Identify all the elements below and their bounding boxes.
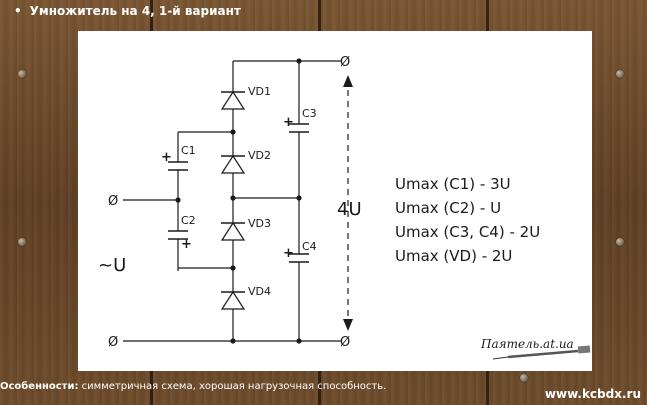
footer-text: симметричная схема, хорошая нагрузочная …: [78, 381, 387, 392]
arrow-up-icon: [343, 75, 353, 87]
screw: [18, 238, 26, 246]
label-vd4: VD4: [248, 285, 271, 298]
screw: [18, 70, 26, 78]
footer-note: Особенности: симметричная схема, хорошая…: [0, 381, 386, 392]
polarity-c1: +: [161, 150, 172, 165]
spec-line: Umax (VD) - 2U: [395, 247, 512, 265]
page-heading: • Умножитель на 4, 1-й вариант: [14, 4, 241, 18]
polarity-c2: +: [181, 237, 192, 252]
label-c1: C1: [181, 144, 196, 157]
schematic-diagram: Ø Ø Ø Ø VD1 VD2 VD3 VD4 C1 C2 C3 C4 + + …: [98, 55, 591, 360]
heading-text: Умножитель на 4, 1-й вариант: [29, 4, 241, 18]
label-c3: C3: [302, 107, 317, 120]
spec-line: Umax (C3, C4) - 2U: [395, 223, 540, 241]
footer-label: Особенности:: [0, 381, 79, 392]
spec-line: Umax (C2) - U: [395, 199, 501, 217]
spec-line: Umax (C1) - 3U: [395, 175, 511, 193]
output-terminal-bottom: Ø: [340, 335, 350, 350]
heading-bullet: •: [14, 4, 22, 18]
label-c4: C4: [302, 240, 317, 253]
screw: [520, 374, 528, 382]
polarity-c4: +: [283, 246, 294, 261]
input-voltage-label: ~U: [98, 255, 126, 276]
label-vd1: VD1: [248, 85, 271, 98]
label-c2: C2: [181, 214, 196, 227]
schematic-panel: Ø Ø Ø Ø VD1 VD2 VD3 VD4 C1 C2 C3 C4 + + …: [78, 31, 592, 371]
output-voltage-label: 4U: [337, 199, 362, 220]
polarity-c3: +: [283, 115, 294, 130]
site-watermark: www.kcbdx.ru: [544, 387, 641, 401]
screw: [616, 70, 624, 78]
soldering-iron-icon: [492, 345, 591, 360]
watermark-text: Паятель.at.ua: [480, 337, 574, 351]
label-vd3: VD3: [248, 217, 271, 230]
output-terminal-top: Ø: [340, 55, 350, 70]
input-terminal: Ø: [108, 194, 118, 209]
screw: [616, 238, 624, 246]
label-vd2: VD2: [248, 149, 271, 162]
arrow-down-icon: [343, 319, 353, 331]
ground-terminal-left: Ø: [108, 335, 118, 350]
